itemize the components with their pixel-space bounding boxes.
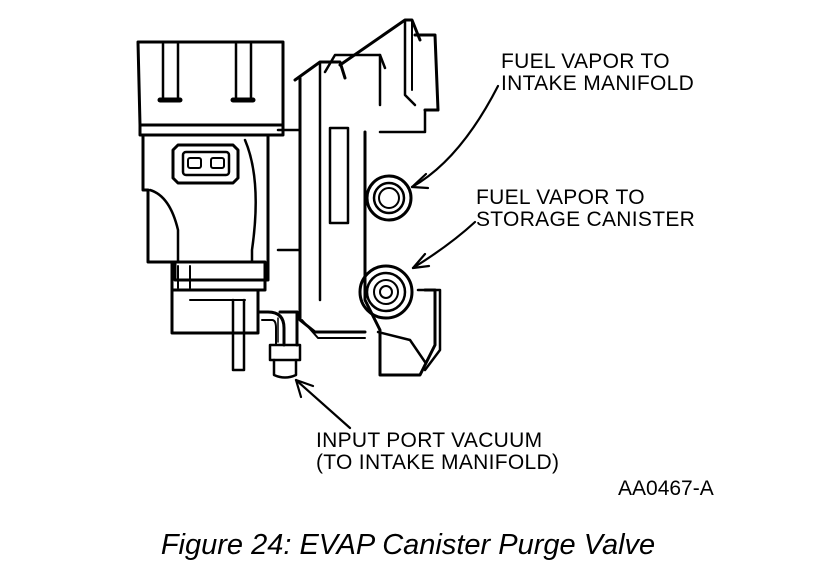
reference-code: AA0467-A: [618, 477, 714, 500]
callout-fuel-vapor-to-storage: FUEL VAPOR TO STORAGE CANISTER: [476, 187, 695, 231]
outlet-port-storage: [358, 264, 414, 320]
callout-input-port-vacuum: INPUT PORT VACUUM (TO INTAKE MANIFOLD): [316, 430, 559, 474]
electrical-terminal: [171, 143, 240, 185]
leader-arrows: [294, 84, 500, 430]
callout-line: (TO INTAKE MANIFOLD): [316, 451, 560, 474]
callout-line: INPUT PORT VACUUM: [316, 429, 543, 452]
callout-line: FUEL VAPOR TO: [476, 186, 645, 209]
callout-line: FUEL VAPOR TO: [501, 50, 670, 73]
valve-body: [141, 133, 270, 372]
figure-caption: Figure 24: EVAP Canister Purge Valve: [160, 529, 656, 561]
bracket-housing: [276, 18, 442, 377]
callout-line: STORAGE CANISTER: [476, 208, 696, 231]
outlet-port-intake: [365, 174, 413, 222]
connector-housing: [136, 40, 285, 137]
callout-fuel-vapor-to-intake: FUEL VAPOR TO INTAKE MANIFOLD: [501, 51, 694, 95]
callout-line: INTAKE MANIFOLD: [501, 72, 695, 95]
input-port-nipple: [256, 310, 302, 379]
